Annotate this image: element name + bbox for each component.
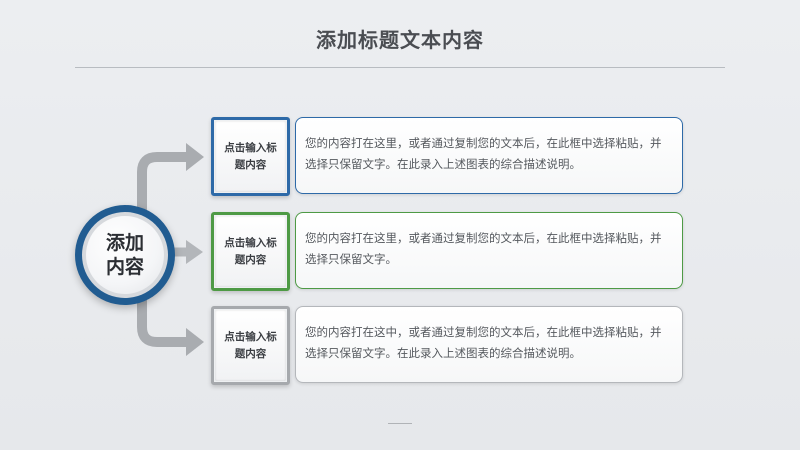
item-2-description: 您的内容打在这里，或者通过复制您的文本后，在此框中选择粘贴，并选择只保留文字。 (305, 231, 662, 266)
item-1-label-inner: 点击输入标题内容 (215, 121, 286, 192)
center-node[interactable]: 添加内容 (75, 205, 175, 305)
item-1-description: 您的内容打在这里，或者通过复制您的文本后，在此框中选择粘贴，并选择只保留文字。在… (305, 136, 662, 171)
item-3-label-inner: 点击输入标题内容 (215, 310, 286, 381)
arrow-head-middle (186, 240, 203, 264)
center-label: 添加内容 (105, 232, 144, 278)
item-3-label: 点击输入标题内容 (224, 330, 277, 360)
item-2-label-inner: 点击输入标题内容 (215, 216, 286, 287)
item-1-label: 点击输入标题内容 (224, 141, 277, 171)
item-1-label-box[interactable]: 点击输入标题内容 (211, 117, 290, 196)
arrow-bottom (137, 295, 188, 347)
arrow-head-top (186, 143, 204, 171)
item-2-label-box[interactable]: 点击输入标题内容 (211, 212, 290, 291)
center-face: 添加内容 (86, 216, 164, 294)
arrow-head-bottom (186, 328, 204, 356)
item-3-description: 您的内容打在这中，或者通过复制您的文本后，在此框中选择粘贴，并选择只保留文字。在… (305, 325, 662, 360)
item-2-description-box[interactable]: 您的内容打在这里，或者通过复制您的文本后，在此框中选择粘贴，并选择只保留文字。 (295, 212, 683, 289)
arrow-top (137, 152, 188, 212)
center-ring: 添加内容 (82, 212, 168, 298)
item-3-label-box[interactable]: 点击输入标题内容 (211, 306, 290, 385)
footer-divider (388, 423, 412, 424)
item-3-description-box[interactable]: 您的内容打在这中，或者通过复制您的文本后，在此框中选择粘贴，并选择只保留文字。在… (295, 306, 683, 383)
item-1-description-box[interactable]: 您的内容打在这里，或者通过复制您的文本后，在此框中选择粘贴，并选择只保留文字。在… (295, 117, 683, 194)
slide-title[interactable]: 添加标题文本内容 (316, 28, 484, 52)
title-divider (75, 67, 725, 68)
item-2-label: 点击输入标题内容 (224, 236, 277, 266)
